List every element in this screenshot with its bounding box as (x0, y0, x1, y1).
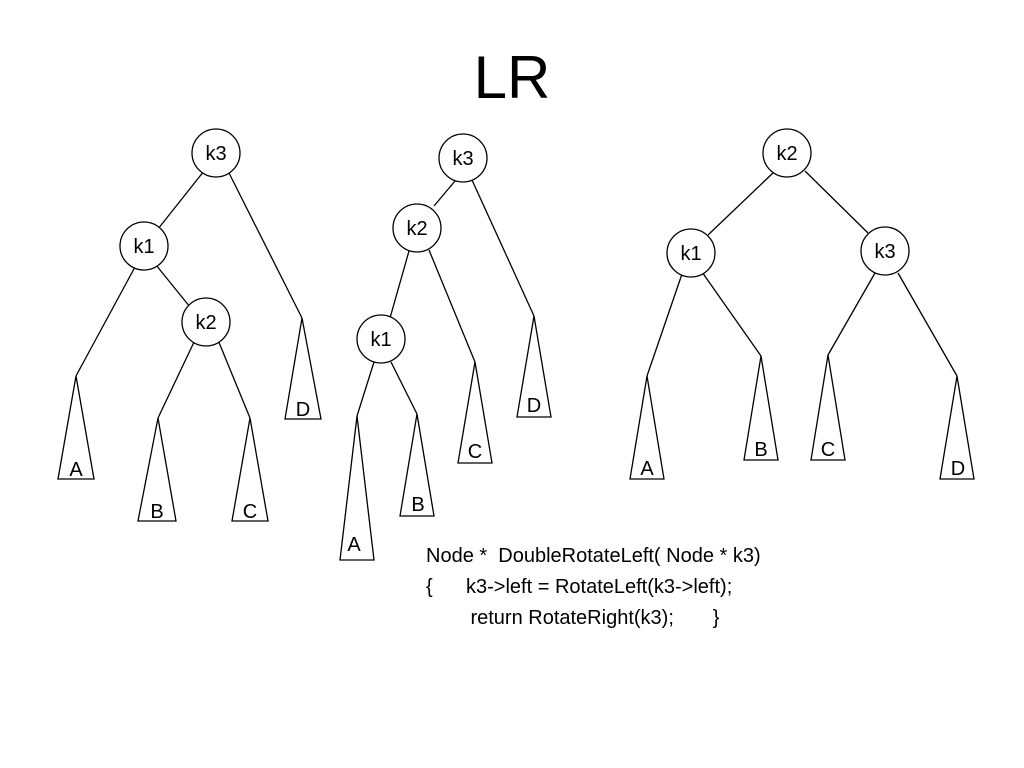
code-line: return RotateRight(k3); } (426, 607, 720, 629)
subtree-d (939, 375, 975, 480)
edge-k1-A (75, 266, 136, 377)
edge-k2-C (428, 249, 476, 363)
node-label-k1: k1 (680, 243, 701, 265)
subtree-label-d: D (951, 458, 965, 480)
subtree-d (516, 315, 552, 418)
node-label-k3: k3 (452, 148, 473, 170)
edge-k2-k1 (707, 171, 775, 236)
node-k1 (666, 228, 716, 278)
slide-title: LR (473, 44, 551, 111)
node-k1 (356, 314, 406, 364)
node-label-k1: k1 (133, 236, 154, 258)
subtree-d (284, 317, 322, 420)
node-k2 (181, 297, 231, 347)
node-label-k2: k2 (776, 143, 797, 165)
tree-after: A B C D k2 k1 k3 (629, 128, 975, 480)
subtree-c (231, 417, 269, 522)
edge-k3-D (471, 179, 535, 317)
node-k2 (762, 128, 812, 178)
edge-k2-B (157, 339, 196, 419)
subtree-a (629, 375, 665, 480)
node-k3 (860, 226, 910, 276)
subtree-label-a: A (640, 458, 654, 480)
subtree-label-d: D (527, 395, 541, 417)
subtree-c (810, 354, 846, 461)
subtree-a (57, 375, 95, 480)
subtree-label-c: C (243, 501, 257, 523)
subtree-c (457, 361, 493, 464)
code-block: Node * DoubleRotateLeft( Node * k3) { k3… (426, 541, 761, 634)
subtree-label-a: A (69, 459, 83, 481)
edge-k3-k1 (157, 170, 205, 230)
edge-k3-D (897, 272, 958, 377)
subtree-label-c: C (468, 441, 482, 463)
edge-k1-A (646, 273, 683, 377)
subtree-label-a: A (347, 534, 361, 556)
edge-k2-k1 (389, 250, 410, 319)
subtree-b (137, 417, 177, 522)
subtree-label-d: D (296, 399, 310, 421)
edge-k3-k2 (433, 180, 456, 207)
edge-k2-k3 (804, 170, 869, 234)
subtree-label-b: B (150, 501, 163, 523)
node-label-k2: k2 (406, 218, 427, 240)
edge-k1-B (390, 361, 418, 415)
code-line: { k3->left = RotateLeft(k3->left); (426, 576, 733, 598)
node-k2 (392, 203, 442, 253)
subtree-a (339, 415, 375, 561)
subtree-label-b: B (411, 494, 424, 516)
tree-before: A B C D k3 k1 k2 (57, 128, 322, 523)
edge-k1-k2 (155, 264, 191, 308)
node-k1 (119, 221, 169, 271)
node-label-k2: k2 (195, 312, 216, 334)
edge-k1-A (356, 361, 375, 417)
node-label-k3: k3 (874, 241, 895, 263)
tree-intermediate: A B C D k3 k2 k1 (339, 133, 552, 561)
edge-k3-C (827, 272, 876, 356)
node-k3 (191, 128, 241, 178)
node-label-k1: k1 (370, 329, 391, 351)
edge-k3-D (227, 170, 303, 319)
code-line: Node * DoubleRotateLeft( Node * k3) (426, 545, 761, 567)
subtree-label-c: C (821, 439, 835, 461)
node-k3 (438, 133, 488, 183)
node-label-k3: k3 (205, 143, 226, 165)
subtree-b (743, 355, 779, 461)
subtree-label-b: B (754, 439, 767, 461)
edge-k2-C (217, 339, 251, 419)
edge-k1-B (701, 271, 762, 357)
subtree-b (399, 413, 435, 517)
